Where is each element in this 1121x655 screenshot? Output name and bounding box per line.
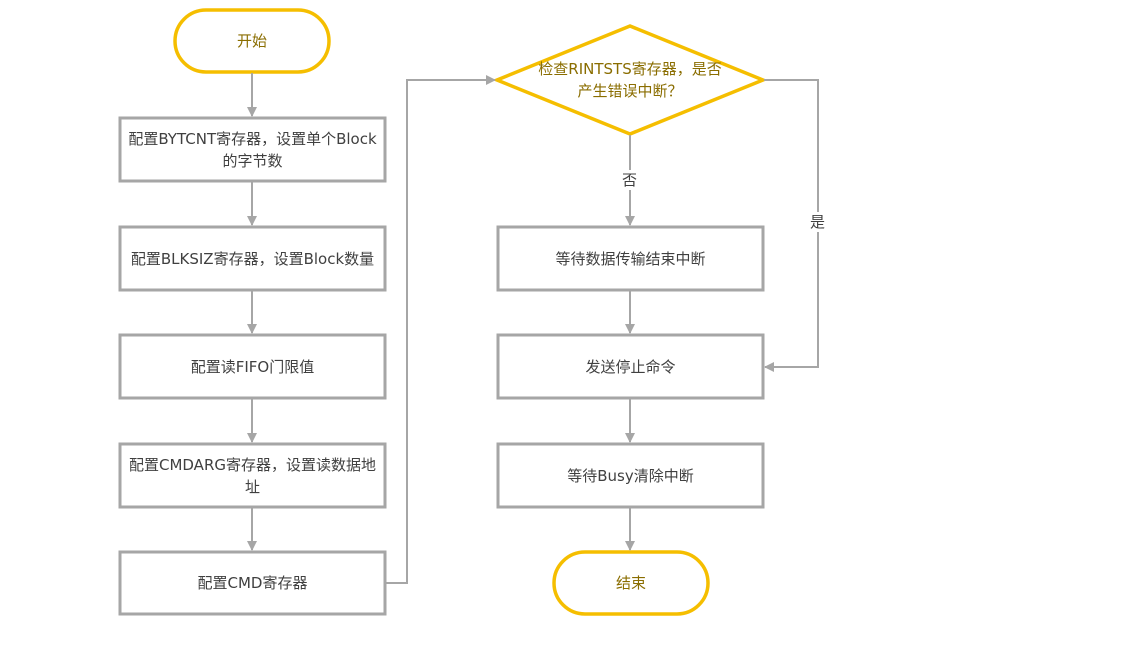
send-stop-box bbox=[496, 333, 765, 400]
fifo-label: 配置读FIFO门限值 bbox=[190, 357, 315, 376]
wait-busy-label: 等待Busy清除中断 bbox=[567, 466, 694, 485]
start-terminal bbox=[173, 8, 331, 74]
wait-transfer-label: 等待数据传输结束中断 bbox=[555, 249, 706, 268]
blksiz-box bbox=[118, 225, 387, 292]
yes-edge-label: 是 bbox=[808, 212, 828, 232]
arrow-cmd-to-decision bbox=[386, 75, 496, 584]
cmd-label: 配置CMD寄存器 bbox=[197, 574, 308, 592]
end-terminal bbox=[552, 550, 710, 616]
bytcnt-box bbox=[118, 116, 387, 183]
wait-busy-box bbox=[496, 442, 765, 509]
wait-transfer-box bbox=[496, 225, 765, 292]
end-label: 结束 bbox=[615, 574, 646, 592]
no-edge-label: 否 bbox=[620, 170, 640, 190]
cmdarg-box bbox=[118, 442, 387, 509]
bytcnt-label: 配置BYTCNT寄存器，设置单个Block的字节数 bbox=[128, 129, 377, 170]
send-stop-label: 发送停止命令 bbox=[585, 357, 676, 376]
blksiz-label: 配置BLKSIZ寄存器，设置Block数量 bbox=[130, 249, 375, 268]
cmd-box bbox=[118, 550, 387, 616]
cmdarg-label: 配置CMDARG寄存器，设置读数据地址 bbox=[128, 455, 376, 496]
rintsts-decision-label: 检查RINTSTS寄存器，是否产生错误中断？ bbox=[538, 60, 722, 100]
rintsts-decision bbox=[492, 24, 768, 136]
start-label: 开始 bbox=[236, 32, 267, 50]
fifo-box bbox=[118, 333, 387, 400]
